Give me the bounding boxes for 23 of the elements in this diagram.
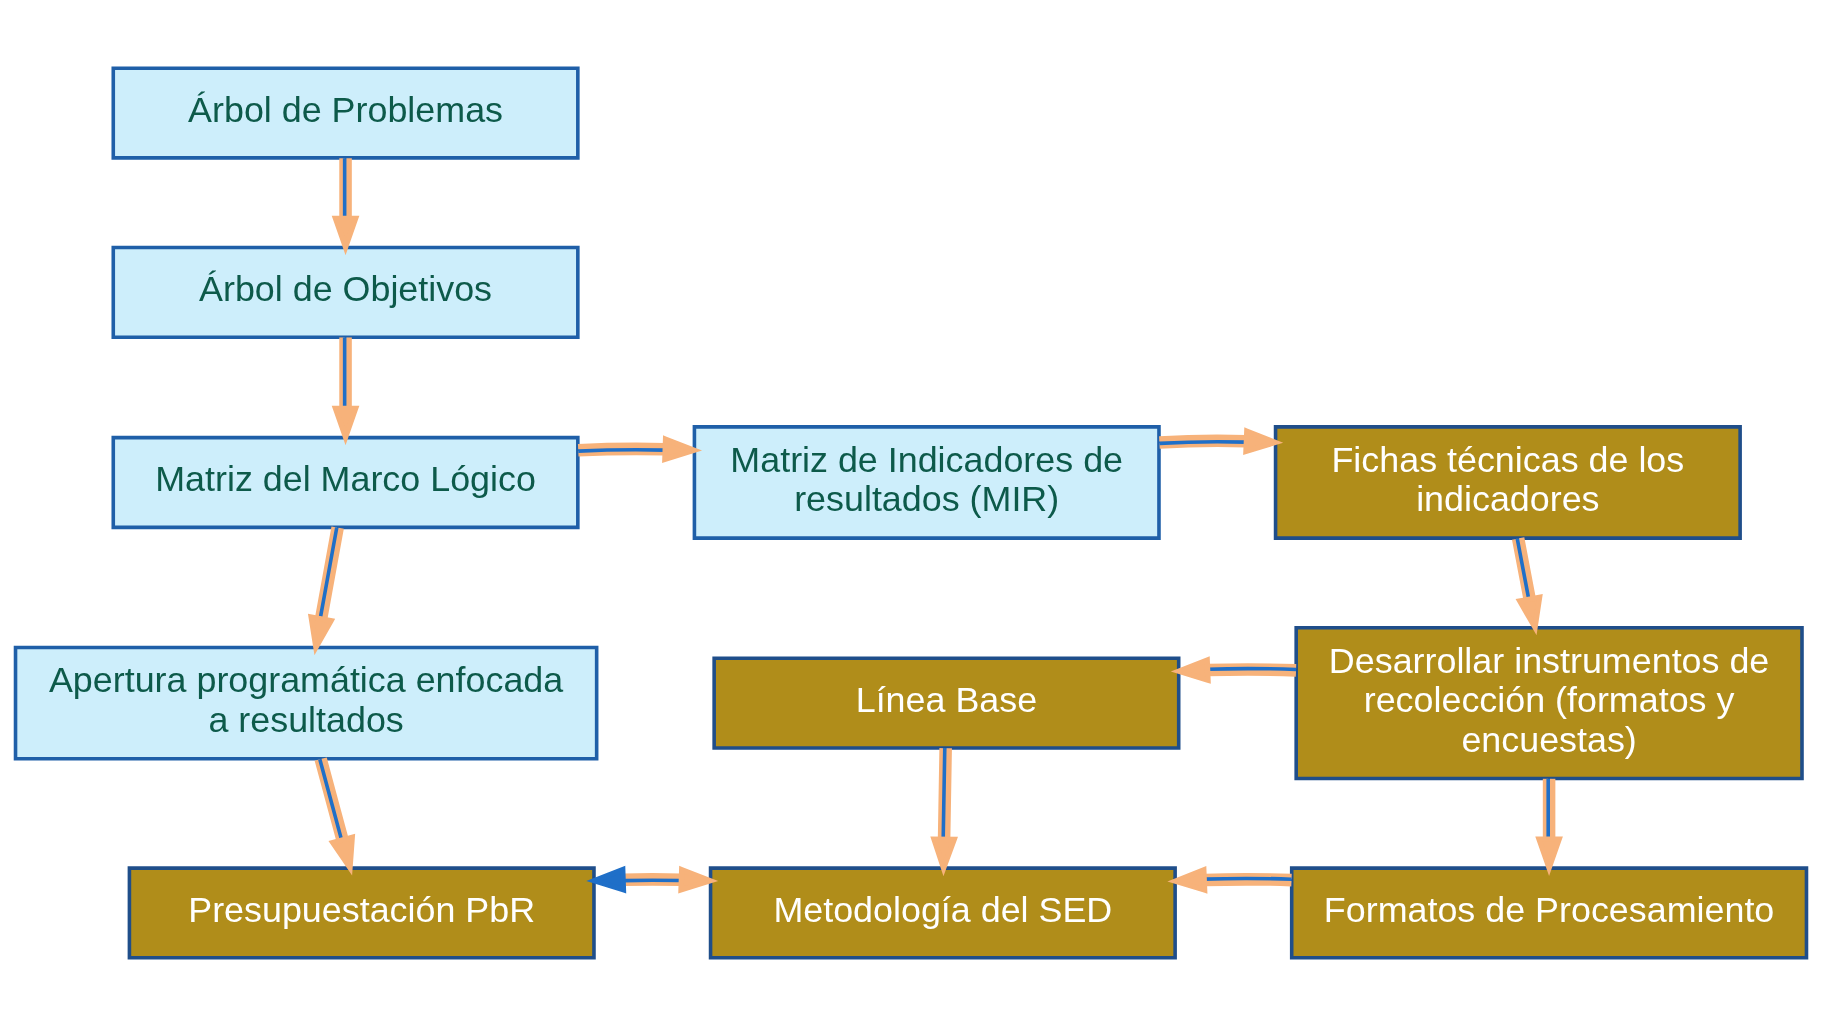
arrow (586, 865, 719, 894)
node-box: Matriz del Marco Lógico (111, 435, 580, 530)
node-box: Desarrollar instrumentos de recolección (formatos y encuestas) (1294, 626, 1804, 781)
arrow (1167, 866, 1292, 894)
node-box: Presupuestación PbR (127, 866, 596, 960)
arrow (1159, 427, 1284, 455)
arrow (577, 435, 703, 463)
node-box: Fichas técnicas de los indicadores (1273, 425, 1742, 540)
node-box: Árbol de Problemas (111, 66, 580, 160)
arrow (331, 158, 360, 256)
arrow (1170, 656, 1297, 684)
node-box: Formatos de Procesamiento (1289, 866, 1809, 960)
node-box: Árbol de Objetivos (111, 245, 580, 339)
arrow (930, 748, 958, 877)
arrow (331, 337, 360, 446)
node-box: Línea Base (712, 656, 1181, 750)
arrow (307, 526, 344, 656)
node-box: Metodología del SED (708, 866, 1177, 960)
node-box: Apertura programática enfocada a resultados (13, 645, 599, 761)
node-box: Matriz de Indicadores de resultados (MIR) (692, 425, 1161, 540)
arrow (1511, 537, 1543, 636)
arrow (314, 757, 356, 876)
arrow (1535, 778, 1563, 876)
